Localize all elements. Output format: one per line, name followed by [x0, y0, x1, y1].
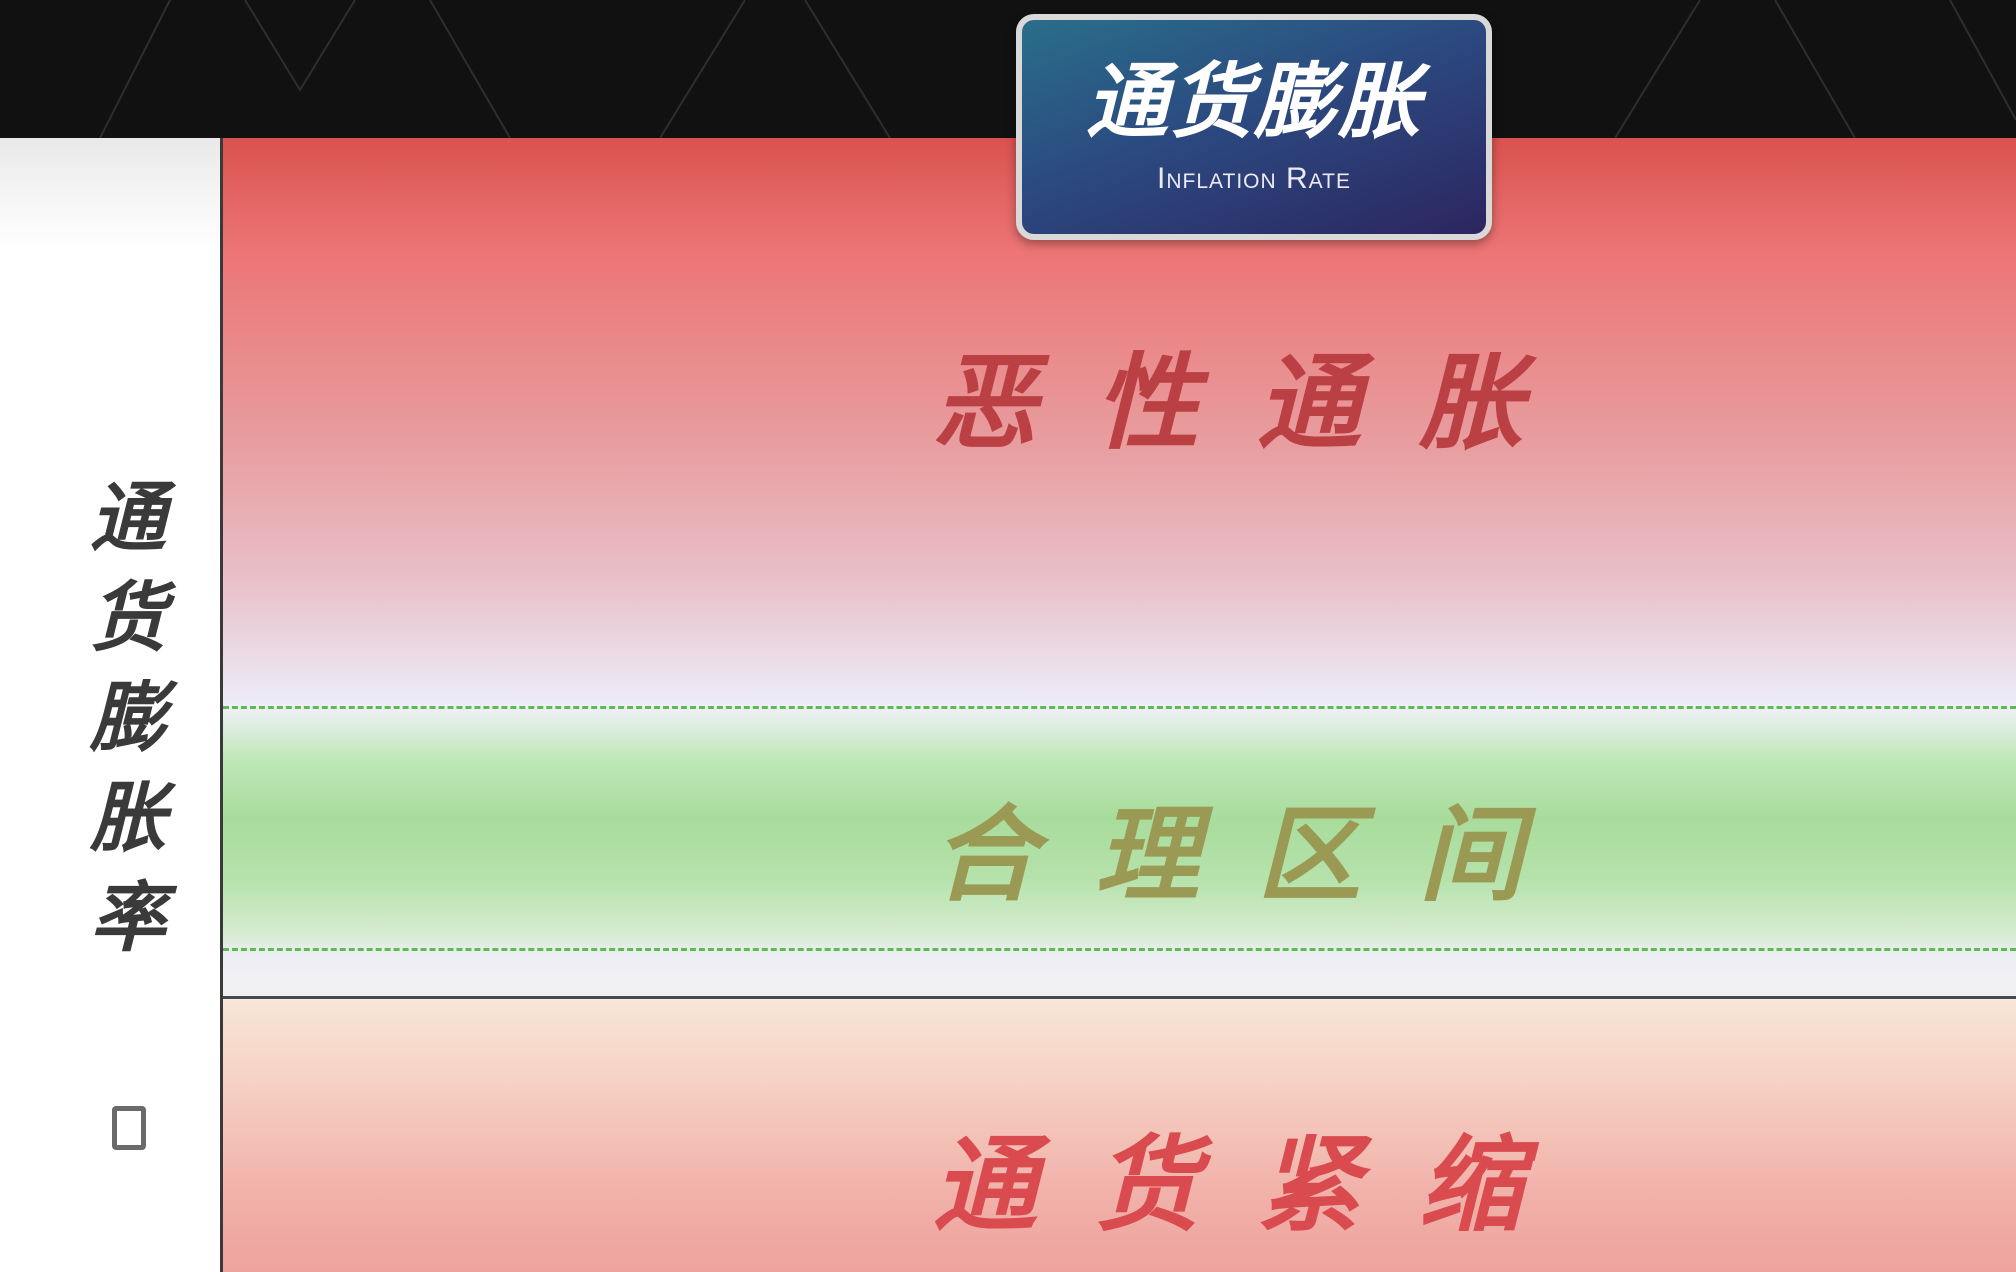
deflation-zone — [223, 1000, 2016, 1272]
chart-area: 恶性通胀 合理区间 通货紧缩 — [220, 138, 2016, 1272]
y-axis-label-char: 胀 — [90, 773, 166, 862]
y-axis-label-char: 通 — [90, 473, 166, 562]
reasonable-range-zone — [223, 708, 2016, 1000]
lower-boundary-dashed-line — [223, 948, 2016, 951]
y-axis-panel: 通 货 膨 胀 率 — [0, 138, 220, 1272]
unit-box-glyph — [112, 1106, 146, 1150]
badge-title: 通货膨胀 — [1086, 55, 1422, 150]
title-badge: 通货膨胀 Inflation Rate — [1016, 14, 1492, 240]
zero-axis-line — [223, 996, 2016, 999]
top-decorative-bar — [0, 0, 2016, 138]
reasonable-range-label: 合理区间 — [933, 794, 1582, 916]
badge-subtitle: Inflation Rate — [1157, 162, 1351, 195]
upper-boundary-dashed-line — [223, 706, 2016, 709]
y-axis-label-char: 膨 — [90, 673, 166, 762]
hyperinflation-label: 恶性通胀 — [933, 342, 1582, 464]
y-axis-label-char: 货 — [90, 573, 166, 662]
deflation-label: 通货紧缩 — [933, 1124, 1582, 1246]
y-axis-label-char: 率 — [90, 873, 166, 962]
y-axis-label: 通 货 膨 胀 率 — [88, 468, 168, 968]
